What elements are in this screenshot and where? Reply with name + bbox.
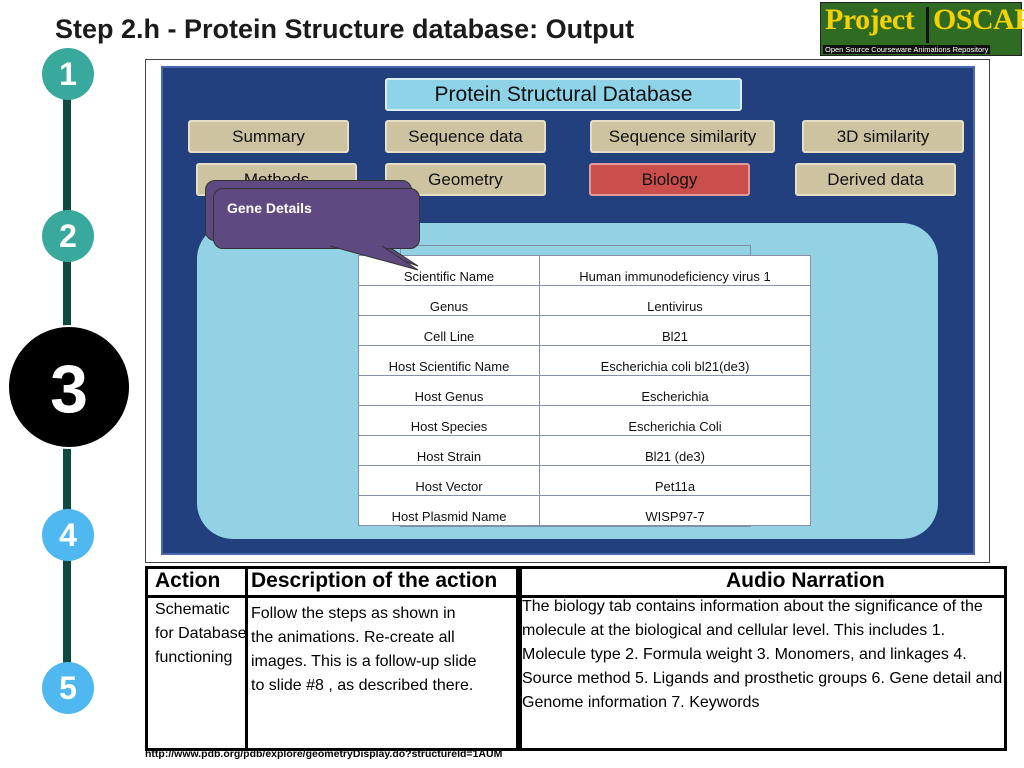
action-header-cell [145, 566, 248, 598]
action-text: Schematic for Database functioning [155, 601, 247, 666]
logo-tagline: Open Source Courseware Animations Reposi… [823, 45, 991, 54]
gene-details-callout: Gene Details [213, 188, 420, 249]
audio-text: The biology tab contains information abo… [522, 598, 1003, 711]
tab-biology-active[interactable]: Biology [589, 163, 750, 196]
gene-field-value: Human immunodeficiency virus 1 [539, 255, 811, 286]
logo-separator [926, 7, 929, 43]
description-header: Description of the action [251, 569, 498, 592]
tab-sequence-similarity[interactable]: Sequence similarity [590, 120, 775, 153]
gene-field-value: Bl21 [539, 315, 811, 346]
tab-sequence-data[interactable]: Sequence data [385, 120, 546, 153]
callout-label: Gene Details [227, 200, 312, 216]
step-5-circle[interactable]: 5 [42, 662, 94, 714]
slide-title: Step 2.h - Protein Structure database: O… [55, 14, 635, 44]
gene-field-value: Escherichia Coli [539, 405, 811, 436]
step-2-circle[interactable]: 2 [42, 210, 94, 262]
action-header: Action [155, 569, 221, 592]
tab-summary[interactable]: Summary [188, 120, 349, 153]
gene-field-label: Host Scientific Name [358, 345, 540, 376]
gene-field-label: Genus [358, 285, 540, 316]
description-text: Follow the steps as shown in the animati… [251, 605, 477, 694]
step-4-circle[interactable]: 4 [42, 509, 94, 561]
step-3-circle-current[interactable]: 3 [7, 325, 131, 449]
gene-field-label: Host Strain [358, 435, 540, 466]
source-url[interactable]: http://www.pdb.org/pdb/explore/geometryD… [145, 748, 503, 760]
audio-header-cell [519, 566, 1007, 598]
logo-word-project: Project [825, 3, 915, 36]
gene-field-label: Host Genus [358, 375, 540, 406]
database-header: Protein Structural Database [385, 78, 742, 111]
gene-field-value: Escherichia coli bl21(de3) [539, 345, 811, 376]
gene-field-label: Host Plasmid Name [358, 495, 540, 526]
gene-field-value: Pet11a [539, 465, 811, 496]
step-1-circle[interactable]: 1 [42, 48, 94, 100]
gene-field-label: Host Vector [358, 465, 540, 496]
gene-field-label: Cell Line [358, 315, 540, 346]
gene-field-value: WISP97-7 [539, 495, 811, 526]
gene-field-value: Escherichia [539, 375, 811, 406]
audio-header: Audio Narration [726, 569, 885, 592]
project-oscar-logo: Project OSCAR Open Source Courseware Ani… [820, 2, 1024, 56]
tab-derived-data[interactable]: Derived data [795, 163, 956, 196]
callout-pointer-front [330, 245, 419, 271]
tab-3d-similarity[interactable]: 3D similarity [802, 120, 964, 153]
logo-word-oscar: OSCAR [933, 3, 1024, 36]
description-header-cell [245, 566, 519, 598]
gene-field-value: Lentivirus [539, 285, 811, 316]
gene-field-value: Bl21 (de3) [539, 435, 811, 466]
gene-field-label: Host Species [358, 405, 540, 436]
